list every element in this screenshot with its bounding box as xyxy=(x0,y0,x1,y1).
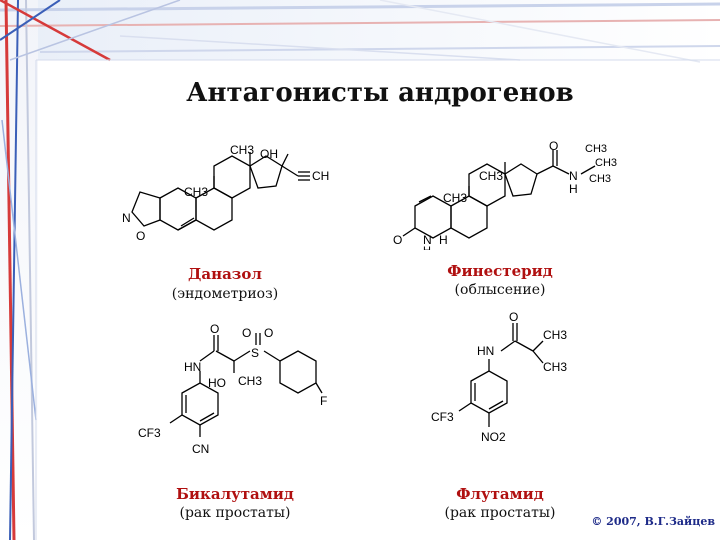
bicalutamide-structure: HN O O O S HO CH3 F CF3 CN xyxy=(138,322,327,456)
finasteride-atom-o-a: O xyxy=(549,140,558,153)
drug-name-bicalutamide: Бикалутамид xyxy=(176,485,294,503)
drug-name-finasteride: Финестерид xyxy=(447,262,553,280)
flutamide-atom-hn: HN xyxy=(477,344,494,358)
flutamide-atom-ch3-a: CH3 xyxy=(543,328,567,342)
danazol-atom-ch3-a: CH3 xyxy=(230,143,254,157)
finasteride-atom-ch3-e: CH3 xyxy=(443,191,467,205)
danazol-atom-oh: OH xyxy=(260,147,278,161)
bicalutamide-atom-cn: CN xyxy=(192,442,209,456)
drug-use-flutamide: (рак простаты) xyxy=(444,505,556,521)
drug-name-danazol: Даназол xyxy=(188,265,262,283)
drug-use-finasteride: (облысение) xyxy=(454,282,546,298)
finasteride-atom-n-b: N xyxy=(423,233,432,247)
finasteride-atom-ch3-d: CH3 xyxy=(589,173,611,185)
finasteride-atom-ch3-b: CH3 xyxy=(585,143,607,155)
danazol-atom-ch3-b: CH3 xyxy=(184,185,208,199)
finasteride-structure: CH3 O N H CH3 CH3 CH3 CH3 O N H H xyxy=(393,140,617,250)
bicalutamide-atom-f: F xyxy=(320,394,327,408)
finasteride-atom-o-b: O xyxy=(393,233,402,247)
finasteride-atom-h-a: H xyxy=(569,182,578,196)
finasteride-atom-n-a: N xyxy=(569,169,578,183)
copyright-note: © 2007, В.Г.Зайцев xyxy=(591,515,715,528)
slide-title: Антагонисты андрогенов xyxy=(186,78,574,108)
danazol-structure: CH3 OH CH CH3 N O xyxy=(122,143,329,243)
flutamide-atom-ch3-b: CH3 xyxy=(543,360,567,374)
bicalutamide-atom-o-a: O xyxy=(210,322,219,336)
drug-use-bicalutamide: (рак простаты) xyxy=(179,505,291,521)
finasteride-atom-h-c: H xyxy=(439,233,448,247)
bicalutamide-atom-hn: HN xyxy=(184,360,201,374)
finasteride-atom-ch3-c: CH3 xyxy=(595,157,617,169)
bicalutamide-atom-s: S xyxy=(251,346,259,360)
bicalutamide-atom-o-b: O xyxy=(242,326,251,340)
bicalutamide-atom-ho: HO xyxy=(208,376,226,390)
danazol-atom-ch: CH xyxy=(312,169,329,183)
finasteride-atom-ch3-a: CH3 xyxy=(479,169,503,183)
bicalutamide-atom-ch3: CH3 xyxy=(238,374,262,388)
drug-name-flutamide: Флутамид xyxy=(456,485,544,503)
danazol-atom-n: N xyxy=(122,211,131,225)
flutamide-atom-no2: NO2 xyxy=(481,430,506,444)
danazol-atom-o: O xyxy=(136,229,145,243)
flutamide-structure: O HN CH3 CH3 CF3 NO2 xyxy=(431,310,567,444)
flutamide-atom-o: O xyxy=(509,310,518,324)
drug-use-danazol: (эндометриоз) xyxy=(171,286,279,302)
bicalutamide-atom-cf3: CF3 xyxy=(138,426,161,440)
bicalutamide-atom-o-c: O xyxy=(264,326,273,340)
finasteride-atom-h-b: H xyxy=(423,245,431,250)
flutamide-atom-cf3: CF3 xyxy=(431,410,454,424)
